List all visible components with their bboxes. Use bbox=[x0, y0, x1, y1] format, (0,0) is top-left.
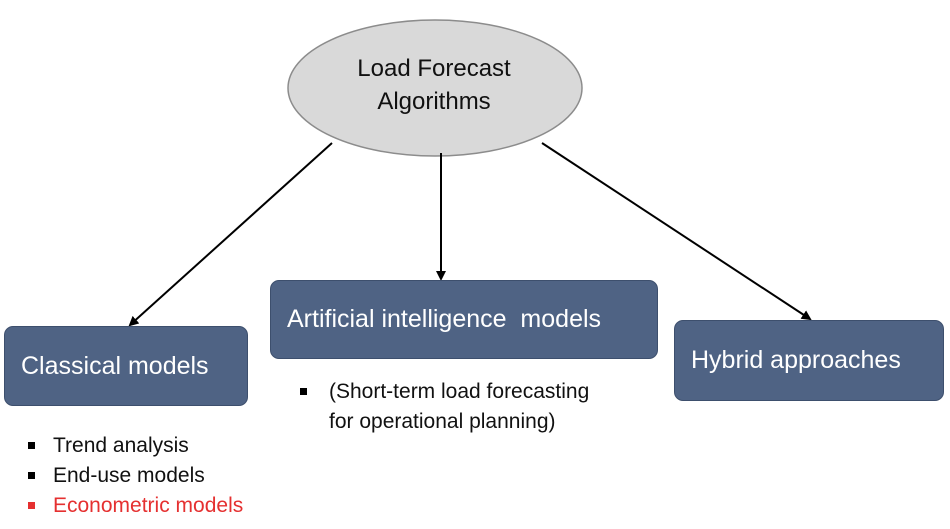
list-item-text: Trend analysis bbox=[53, 434, 189, 457]
classical-models-list: Trend analysis End-use models Econometri… bbox=[26, 431, 243, 521]
list-item-text: (Short-term load forecasting bbox=[329, 380, 590, 403]
list-item-short-term-forecasting: (Short-term load forecasting bbox=[298, 377, 589, 407]
ai-models-list: (Short-term load forecasting for operati… bbox=[298, 377, 589, 437]
bullet-square-icon bbox=[28, 472, 35, 479]
ai-models-label: Artificial intelligence models bbox=[287, 305, 602, 333]
list-item-text: End-use models bbox=[53, 464, 205, 487]
classical-models-node: Classical models bbox=[4, 326, 248, 406]
arrow-to-classical bbox=[128, 142, 333, 327]
list-item-text: Econometric models bbox=[53, 494, 244, 517]
arrow-to-hybrid bbox=[541, 142, 812, 321]
list-item-operational-planning: for operational planning) bbox=[298, 407, 589, 437]
list-item-end-use-models: End-use models bbox=[26, 461, 243, 491]
hybrid-approaches-label: Hybrid approaches bbox=[691, 346, 901, 374]
root-node-label: Load Forecast Algorithms bbox=[288, 52, 580, 118]
root-label-line1: Load Forecast bbox=[357, 55, 511, 82]
bullet-square-icon bbox=[28, 502, 35, 509]
hybrid-approaches-node: Hybrid approaches bbox=[674, 320, 944, 401]
classical-models-label: Classical models bbox=[21, 351, 209, 380]
ai-models-node: Artificial intelligence models bbox=[270, 280, 658, 359]
bullet-square-icon bbox=[28, 442, 35, 449]
list-item-econometric-models: Econometric models bbox=[26, 491, 243, 521]
root-ellipse bbox=[287, 19, 583, 157]
list-item-trend-analysis: Trend analysis bbox=[26, 431, 243, 461]
root-label-line2: Algorithms bbox=[377, 88, 491, 115]
bullet-square-icon bbox=[300, 388, 307, 395]
list-item-text: for operational planning) bbox=[329, 410, 556, 433]
